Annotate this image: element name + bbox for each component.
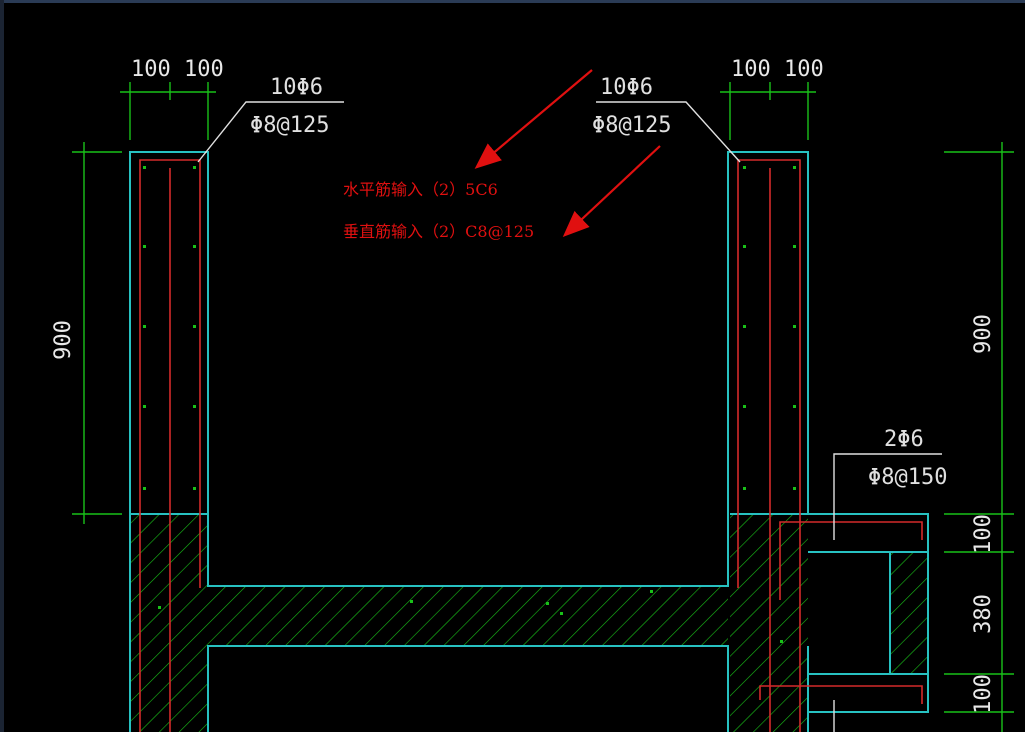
rebar-label-left-top-2: Φ8@125 bbox=[250, 113, 329, 138]
note-horizontal-rebar: 水平筋输入（2）5C6 bbox=[343, 180, 498, 199]
dim-right-height: 900 bbox=[971, 314, 996, 354]
rebar-label-side-1: 2Φ6 bbox=[884, 427, 924, 452]
note-vertical-rebar: 垂直筋输入（2）C8@125 bbox=[343, 222, 534, 241]
dim-right-top-width: 100 100 bbox=[731, 57, 824, 82]
concrete-outline bbox=[129, 151, 929, 732]
dimension-lines bbox=[72, 82, 1014, 732]
rebar-label-right-top-1: 10Φ6 bbox=[600, 75, 653, 100]
rebar-dots bbox=[143, 166, 796, 643]
window-left-border bbox=[0, 0, 4, 732]
rebar-lines bbox=[139, 159, 923, 732]
dim-left-height: 900 bbox=[51, 320, 76, 360]
rebar-label-right-top-2: Φ8@125 bbox=[592, 113, 671, 138]
dim-right-seg-2: 380 bbox=[971, 594, 996, 634]
dim-right-seg-1: 100 bbox=[971, 514, 996, 554]
dim-left-top-width: 100 100 bbox=[131, 57, 224, 82]
dim-right-seg-3: 100 bbox=[971, 674, 996, 714]
leader-lines bbox=[197, 101, 942, 732]
hatched-concrete bbox=[130, 514, 928, 732]
note-arrows bbox=[474, 69, 661, 238]
rebar-label-left-top-1: 10Φ6 bbox=[270, 75, 323, 100]
rebar-label-side-2: Φ8@150 bbox=[868, 465, 947, 490]
window-top-border bbox=[0, 0, 1025, 3]
